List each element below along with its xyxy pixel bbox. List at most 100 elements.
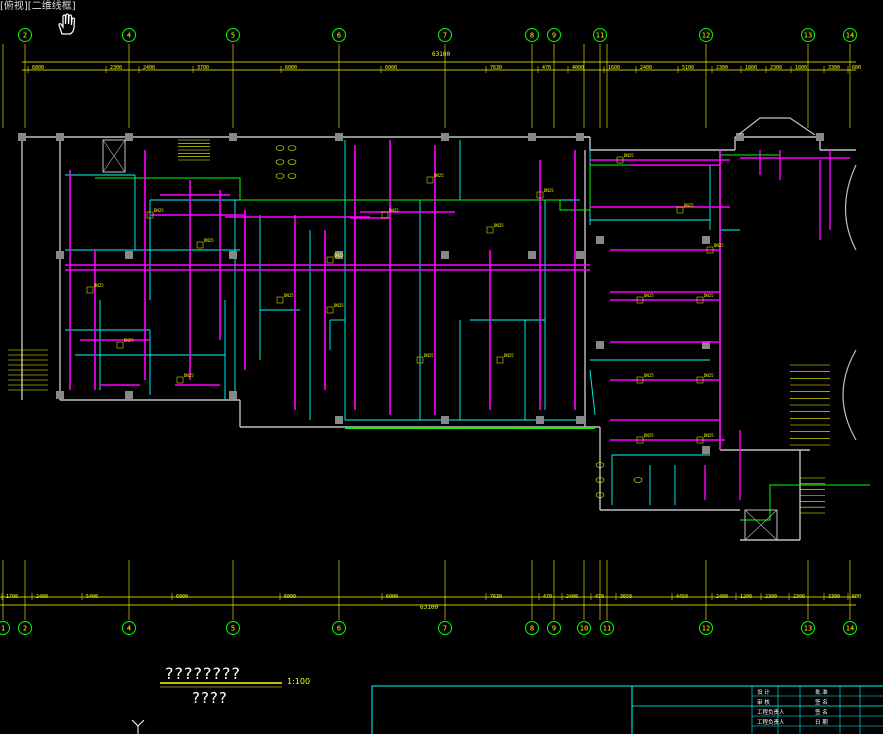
bottom-dimension-text: 1200: [740, 594, 752, 600]
duct-size-label: DN25: [704, 373, 714, 378]
axis-bubble-label: 8: [530, 32, 534, 40]
duct-size-label: DN25: [184, 373, 194, 378]
top-dimension-text: 2300: [716, 65, 728, 71]
pan-hand-icon[interactable]: [56, 12, 78, 36]
bottom-dimension-text: 4450: [676, 594, 688, 600]
structural-column: [229, 133, 237, 141]
title-block-frame: [371, 685, 883, 734]
title-block-label: 签 名: [815, 708, 828, 716]
axis-bubble: [18, 621, 32, 635]
elevator-cross: [744, 509, 778, 541]
duct-size-label: DN25: [644, 293, 654, 298]
axis-bubble-label: 11: [596, 32, 604, 40]
axis-bubble-label: 7: [443, 625, 447, 633]
top-dimension-text: 5100: [682, 65, 694, 71]
top-dimension-text: 1600: [608, 65, 620, 71]
structural-column: [702, 236, 710, 244]
axis-bubble: [332, 28, 346, 42]
structural-column: [18, 133, 26, 141]
structural-column: [125, 133, 133, 141]
bottom-dimension-text: 6000: [386, 594, 398, 600]
axis-bubble-label: 5: [231, 32, 235, 40]
axis-bubble-label: 8: [530, 625, 534, 633]
axis-bubble: [547, 28, 561, 42]
structural-column: [536, 416, 544, 424]
duct-size-label: DN25: [284, 293, 294, 298]
top-overall-dimension: 63100: [432, 51, 450, 58]
toilet-fixture: [287, 173, 297, 179]
axis-bubble: [226, 28, 240, 42]
structural-column: [56, 133, 64, 141]
air-diffuser: [496, 356, 504, 364]
bottom-dimension-text: 2300: [765, 594, 777, 600]
structural-column: [596, 341, 604, 349]
toilet-fixture: [287, 145, 297, 151]
duct-size-label: DN25: [644, 373, 654, 378]
axis-bubble: [525, 621, 539, 635]
air-diffuser: [276, 296, 284, 304]
air-diffuser: [416, 356, 424, 364]
duct-size-label: DN25: [624, 153, 634, 158]
bottom-dimension-text: 2300: [793, 594, 805, 600]
toilet-fixture: [275, 173, 285, 179]
bottom-dimension-text: 2400: [36, 594, 48, 600]
elevator-shaft: [102, 139, 126, 173]
structural-column: [576, 133, 584, 141]
structural-column: [528, 251, 536, 259]
bottom-dimension-text: 6000: [284, 594, 296, 600]
title-block-label: 批 准: [815, 688, 828, 696]
axis-bubble-label: 13: [804, 625, 812, 633]
toilet-fixture: [595, 462, 605, 468]
duct-size-label: DN25: [504, 353, 514, 358]
water-pipe: [95, 154, 780, 211]
axis-bubble: [577, 621, 591, 635]
toilet-fixture: [595, 477, 605, 483]
axis-bubble-label: 12: [702, 625, 710, 633]
axis-bubble-label: 12: [702, 32, 710, 40]
drawing-subtitle: ????: [192, 689, 228, 707]
title-block-label: 审 核: [757, 698, 770, 706]
top-dimension-text: 6000: [285, 65, 297, 71]
duct-size-label: DN25: [389, 208, 399, 213]
axis-bubble: [699, 28, 713, 42]
top-dimension-text: 2400: [143, 65, 155, 71]
title-block-label: 工程负责人: [757, 708, 785, 716]
air-diffuser: [326, 306, 334, 314]
hvac-ducts: DN25DN25DN25DN25DN25DN25DN25DN25DN25DN25…: [65, 140, 850, 500]
air-diffuser: [486, 226, 494, 234]
air-diffuser: [196, 241, 204, 249]
toilet-fixture: [287, 159, 297, 165]
air-diffuser: [696, 436, 704, 444]
top-dimension-text: 2300: [770, 65, 782, 71]
duct-size-label: DN25: [494, 223, 504, 228]
elevator-cross: [102, 139, 126, 173]
structural-column: [441, 416, 449, 424]
axis-bubble: [226, 621, 240, 635]
top-dimension-text: 1800: [745, 65, 757, 71]
bottom-dimension-text: 3650: [620, 594, 632, 600]
axis-bubble: [843, 28, 857, 42]
structural-column: [335, 251, 343, 259]
title-block-label: 签 名: [815, 698, 828, 706]
axis-bubble: [843, 621, 857, 635]
axis-bubble-label: 9: [552, 32, 556, 40]
view-label: [俯视][二维线框]: [0, 1, 76, 12]
duct-size-label: DN25: [204, 238, 214, 243]
structural-column: [702, 341, 710, 349]
structural-column: [56, 391, 64, 399]
air-diffuser: [86, 286, 94, 294]
axis-bubble-label: 6: [337, 625, 341, 633]
axis-bubble: [801, 28, 815, 42]
axis-bubble-label: 2: [23, 625, 27, 633]
duct-size-label: DN25: [704, 293, 714, 298]
axis-bubble: [122, 621, 136, 635]
title-block-label: 日 期: [815, 719, 828, 726]
bottom-dimension-text: 470: [595, 594, 604, 600]
structural-column: [441, 133, 449, 141]
axis-bubble-label: 7: [443, 32, 447, 40]
axis-bubble-label: 13: [804, 32, 812, 40]
duct-size-label: DN25: [334, 303, 344, 308]
